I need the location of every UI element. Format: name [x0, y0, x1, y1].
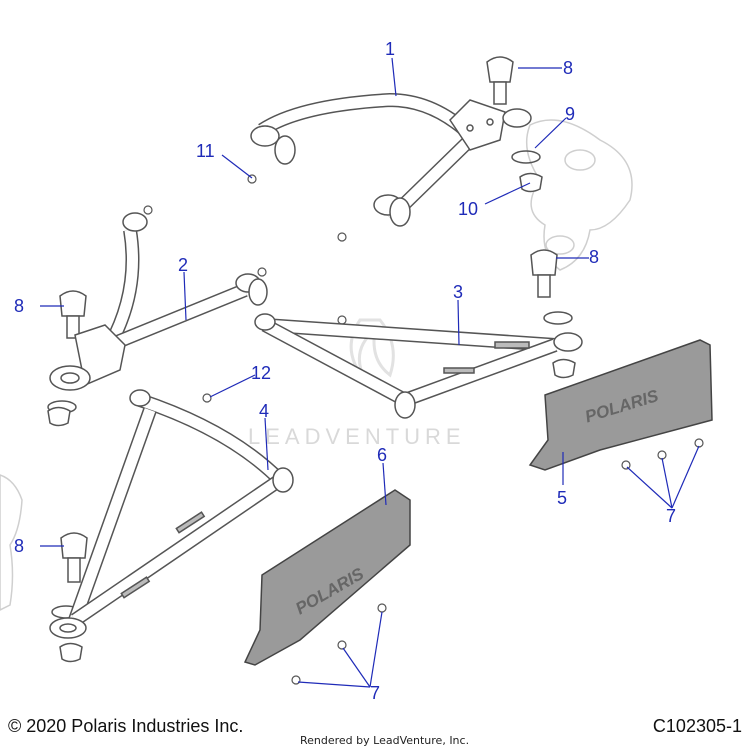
right-lower-a-arm — [254, 313, 583, 419]
callout-4: 4 — [259, 401, 270, 421]
rendered-by-text: Rendered by LeadVenture, Inc. — [300, 734, 470, 747]
left-a-arm — [49, 212, 268, 391]
diagram-code: C102305-1 — [652, 716, 742, 736]
upper-a-arm — [250, 92, 532, 227]
callout-8-right: 8 — [589, 247, 600, 267]
ball-joint-bottom-left — [60, 532, 88, 583]
callout-9: 9 — [565, 104, 576, 124]
ball-joint-right — [530, 249, 558, 298]
leader-lines — [40, 57, 700, 688]
knuckle-left-partial — [0, 474, 23, 611]
ball-joint-left — [59, 290, 87, 339]
steering-knuckle — [525, 119, 633, 271]
left-a-arm-guard: POLARIS — [243, 489, 411, 666]
bushings — [47, 172, 576, 663]
watermark: LEADVENTURE — [248, 424, 466, 449]
callout-2: 2 — [178, 255, 189, 275]
push-rivets — [291, 438, 704, 685]
callout-8-left: 8 — [14, 296, 25, 316]
callout-7-right: 7 — [666, 506, 677, 526]
callout-3: 3 — [453, 282, 464, 302]
callout-7-left: 7 — [370, 683, 381, 703]
callout-1: 1 — [385, 39, 396, 59]
right-a-arm-guard: POLARIS — [528, 339, 713, 471]
ball-joint-top — [486, 56, 514, 105]
callout-8-top: 8 — [563, 58, 574, 78]
callout-11: 11 — [196, 141, 215, 161]
copyright-text: © 2020 Polaris Industries Inc. — [8, 716, 244, 736]
callout-6: 6 — [377, 445, 388, 465]
callout-12: 12 — [251, 363, 272, 383]
callout-10: 10 — [458, 199, 479, 219]
callout-5: 5 — [557, 488, 568, 508]
callout-8-bottom-left: 8 — [14, 536, 25, 556]
